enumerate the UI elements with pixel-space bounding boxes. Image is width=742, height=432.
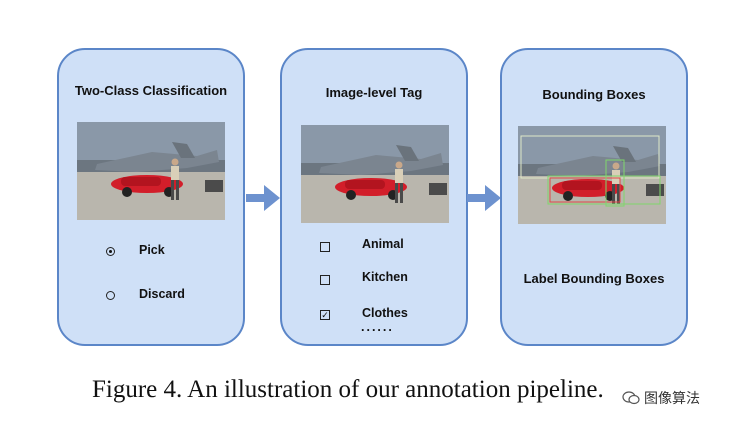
photo-graphic: [77, 122, 225, 220]
panel-title: Image-level Tag: [325, 85, 423, 100]
airshow-photo-annotated: [518, 126, 666, 224]
panel-title: Bounding Boxes: [542, 87, 646, 102]
pick-radio[interactable]: [106, 247, 115, 256]
label-bounding-boxes-text: Label Bounding Boxes: [523, 271, 665, 286]
panel-image-level-tag: Image-level Tag Animal Kitchen ✓ Clothes…: [280, 48, 468, 346]
arrow-right-icon: [467, 185, 501, 211]
figure-caption: Figure 4. An illustration of our annotat…: [92, 376, 604, 403]
kitchen-checkbox[interactable]: [320, 275, 330, 285]
kitchen-label: Kitchen: [362, 270, 408, 284]
animal-checkbox[interactable]: [320, 242, 330, 252]
pick-label: Pick: [139, 243, 165, 257]
panel-two-class-classification: Two-Class Classification Pick Discard: [57, 48, 245, 346]
more-tags-ellipsis: ......: [361, 320, 394, 334]
clothes-checkbox[interactable]: ✓: [320, 310, 330, 320]
animal-label: Animal: [362, 237, 404, 251]
watermark-text: 图像算法: [644, 391, 700, 407]
photo-graphic: [301, 125, 449, 223]
panel-bounding-boxes: Bounding Boxes Label Bounding Boxes: [500, 48, 688, 346]
photo-graphic: [518, 126, 666, 224]
panel-title: Two-Class Classification: [74, 83, 228, 98]
arrow-right-icon: [246, 185, 280, 211]
clothes-label: Clothes: [362, 306, 408, 320]
airshow-photo: [77, 122, 225, 220]
watermark: 图像算法: [622, 388, 700, 408]
discard-label: Discard: [139, 287, 185, 301]
wechat-icon: [622, 391, 640, 405]
airshow-photo: [301, 125, 449, 223]
discard-radio[interactable]: [106, 291, 115, 300]
